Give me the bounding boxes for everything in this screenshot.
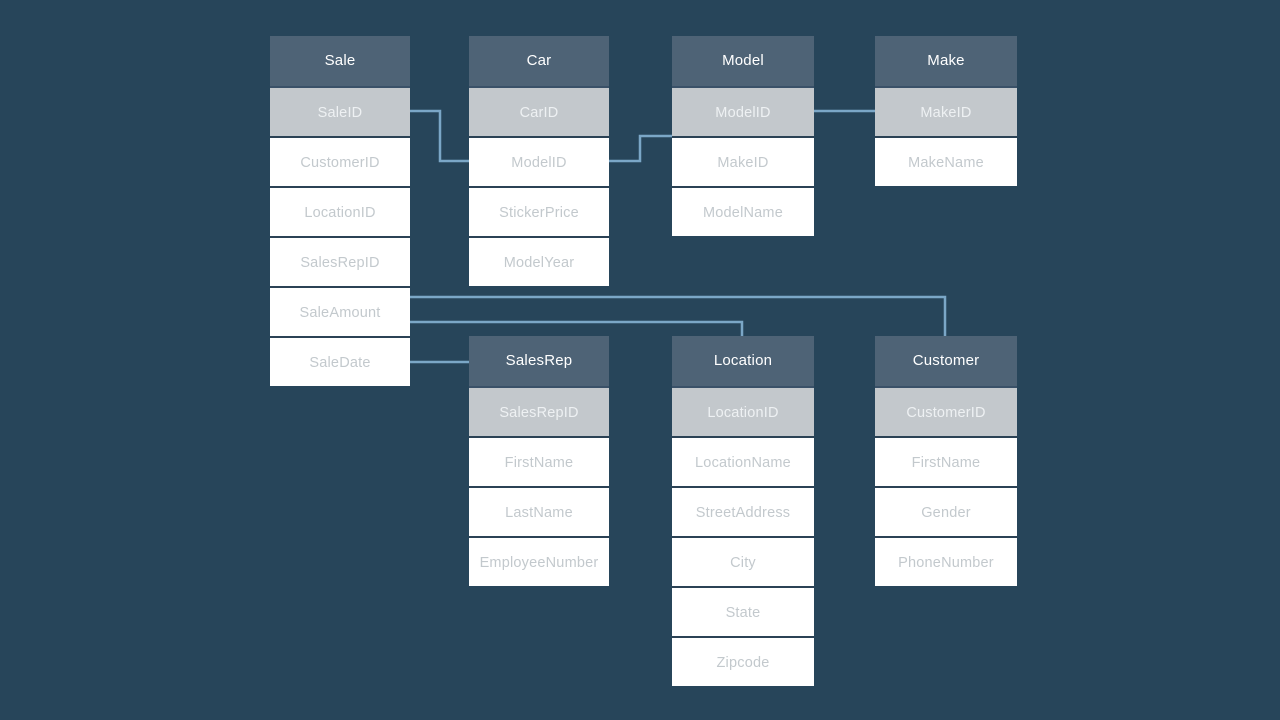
attribute-field[interactable]: State [672, 586, 814, 636]
entity-table-title: Model [672, 36, 814, 86]
attribute-field[interactable]: PhoneNumber [875, 536, 1017, 586]
attribute-field[interactable]: LocationID [270, 186, 410, 236]
attribute-field[interactable]: ModelID [469, 136, 609, 186]
attribute-field[interactable]: StreetAddress [672, 486, 814, 536]
attribute-field[interactable]: EmployeeNumber [469, 536, 609, 586]
primary-key-field[interactable]: CustomerID [875, 386, 1017, 436]
primary-key-field[interactable]: SalesRepID [469, 386, 609, 436]
attribute-field[interactable]: Gender [875, 486, 1017, 536]
attribute-field[interactable]: ModelName [672, 186, 814, 236]
attribute-field[interactable]: MakeID [672, 136, 814, 186]
attribute-field[interactable]: SalesRepID [270, 236, 410, 286]
attribute-field[interactable]: MakeName [875, 136, 1017, 186]
attribute-field[interactable]: SaleAmount [270, 286, 410, 336]
attribute-field[interactable]: SaleDate [270, 336, 410, 386]
primary-key-field[interactable]: SaleID [270, 86, 410, 136]
attribute-field[interactable]: ModelYear [469, 236, 609, 286]
attribute-field[interactable]: CustomerID [270, 136, 410, 186]
attribute-field[interactable]: LocationName [672, 436, 814, 486]
entity-table-title: Customer [875, 336, 1017, 386]
attribute-field[interactable]: Zipcode [672, 636, 814, 686]
primary-key-field[interactable]: CarID [469, 86, 609, 136]
entity-table-title: SalesRep [469, 336, 609, 386]
relationship-line [408, 109, 471, 163]
entity-table-title: Sale [270, 36, 410, 86]
primary-key-field[interactable]: ModelID [672, 86, 814, 136]
attribute-field[interactable]: StickerPrice [469, 186, 609, 236]
entity-table-title: Location [672, 336, 814, 386]
attribute-field[interactable]: FirstName [875, 436, 1017, 486]
relationship-line [408, 320, 744, 338]
relationship-line [607, 134, 674, 163]
attribute-field[interactable]: FirstName [469, 436, 609, 486]
primary-key-field[interactable]: LocationID [672, 386, 814, 436]
attribute-field[interactable]: City [672, 536, 814, 586]
relationship-line [408, 295, 947, 338]
primary-key-field[interactable]: MakeID [875, 86, 1017, 136]
attribute-field[interactable]: LastName [469, 486, 609, 536]
entity-table-title: Car [469, 36, 609, 86]
entity-table-title: Make [875, 36, 1017, 86]
